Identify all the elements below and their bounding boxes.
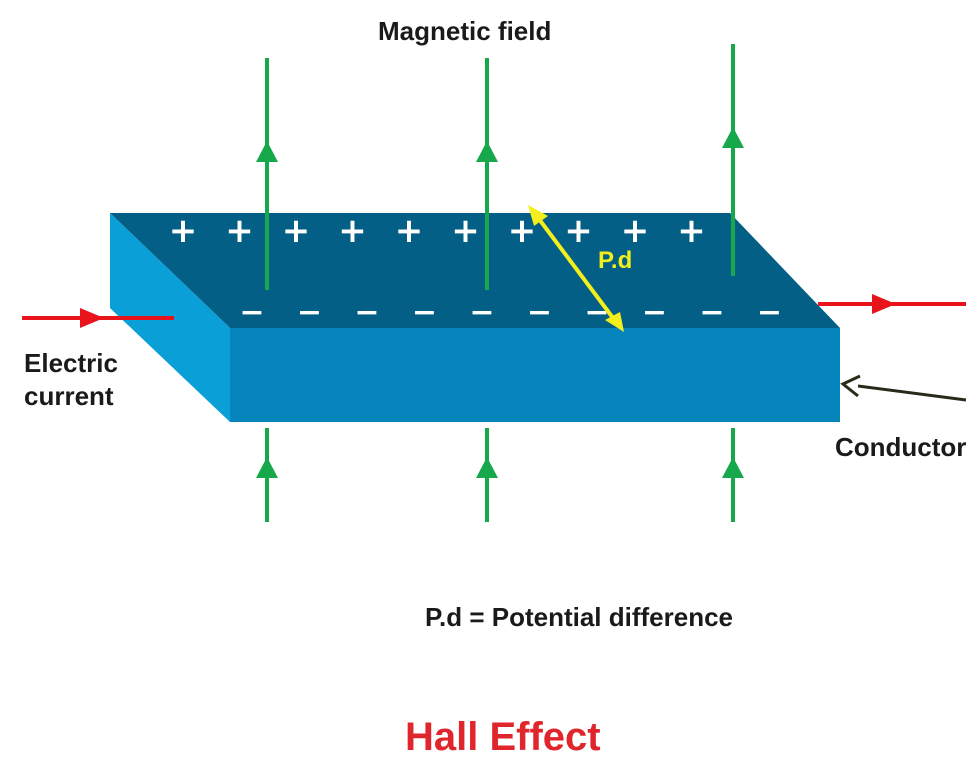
positive-charge: + [508,211,537,251]
positive-charge: + [395,211,424,251]
field-arrow-up-icon [256,141,278,162]
negative-charge: − [354,295,379,330]
field-arrow-up-icon [476,141,498,162]
current-arrow-right-icon [872,294,896,314]
negative-charge: − [642,295,667,330]
current-arrow-out [818,294,966,314]
magnetic-field-lines-over-slab [265,213,735,290]
positive-charge: + [169,211,198,251]
electric-current-label: Electric current [24,347,118,413]
electric-current-label-line2: current [24,381,114,411]
conductor-pointer [840,374,967,402]
pd-arrowhead-icon [605,312,624,332]
positive-charge: + [338,211,367,251]
field-arrow-up-icon [722,127,744,148]
pointer-line [857,384,967,402]
current-arrow-right-icon [80,308,104,328]
pointer-arrowhead-icon [840,374,861,398]
pd-arrow-shaft [534,213,618,324]
pd-arrow [528,205,624,332]
negative-charge: − [757,295,782,330]
negative-charge: − [469,295,494,330]
pd-arrowhead-icon [528,205,548,226]
field-arrow-up-icon [476,457,498,478]
negative-charges: −−−−−−−−−− [239,295,782,330]
negative-charge: − [239,295,264,330]
field-arrow-up-icon [256,457,278,478]
magnetic-field-lines-lower [256,428,744,522]
positive-charge: + [677,211,706,251]
conductor-top-face [110,213,840,328]
negative-charge: − [699,295,724,330]
current-arrow-in [22,308,174,328]
diagram-title: Hall Effect [405,715,601,759]
positive-charge: + [621,211,650,251]
conductor-front-face [230,328,840,422]
electric-current-label-line1: Electric [24,348,118,378]
negative-charge: − [527,295,552,330]
positive-charge: + [564,211,593,251]
positive-charges: + + + + + + + + + + [169,211,706,251]
field-arrow-up-icon [722,457,744,478]
pd-definition: P.d = Potential difference [425,602,734,632]
conductor-label: Conductor [835,432,967,462]
pd-label: P.d [598,247,632,274]
positive-charge: + [225,211,254,251]
negative-charge: − [584,295,609,330]
positive-charge: + [282,211,311,251]
positive-charge: + [451,211,480,251]
negative-charge: − [297,295,322,330]
magnetic-field-label: Magnetic field [378,16,552,46]
negative-charge: − [412,295,437,330]
